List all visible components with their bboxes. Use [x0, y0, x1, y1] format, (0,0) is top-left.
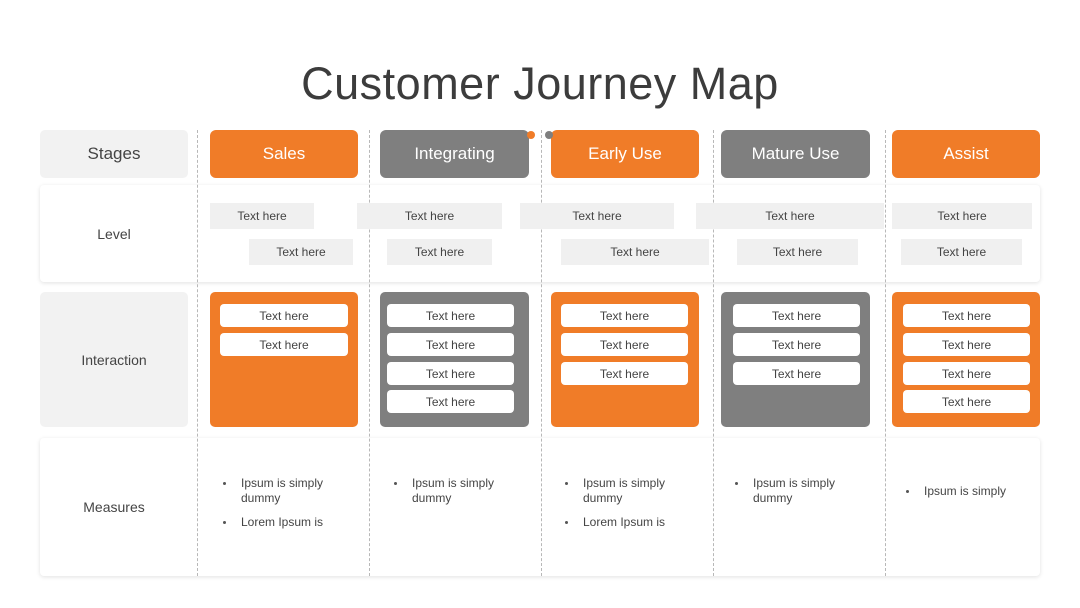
measures-sales: Ipsum is simply dummy Lorem Ipsum is — [221, 476, 351, 539]
level-box: Text here — [357, 203, 502, 229]
interaction-item: Text here — [561, 304, 688, 327]
decorative-dot — [545, 131, 553, 139]
stage-assist: Assist — [892, 130, 1040, 178]
interaction-item: Text here — [903, 390, 1030, 413]
measure-item: Ipsum is simply dummy — [392, 476, 522, 506]
interaction-item: Text here — [561, 333, 688, 356]
interaction-item: Text here — [387, 390, 514, 413]
interaction-item: Text here — [220, 304, 348, 327]
interaction-card-mature-use: Text here Text here Text here — [721, 292, 870, 427]
stage-mature-use: Mature Use — [721, 130, 870, 178]
interaction-label: Interaction — [40, 292, 188, 427]
interaction-item: Text here — [733, 333, 860, 356]
level-row-panel — [40, 185, 1040, 282]
level-box: Text here — [249, 239, 353, 265]
page-title: Customer Journey Map — [301, 58, 779, 109]
measures-label: Measures — [83, 499, 145, 515]
decorative-dot — [527, 131, 535, 139]
measures-early-use: Ipsum is simply dummy Lorem Ipsum is — [563, 476, 693, 539]
stage-integrating: Integrating — [380, 130, 529, 178]
level-label: Level — [97, 225, 131, 242]
column-divider — [197, 130, 198, 576]
interaction-item: Text here — [220, 333, 348, 356]
level-box: Text here — [210, 203, 314, 229]
interaction-item: Text here — [387, 362, 514, 385]
measures-row-panel — [40, 438, 1040, 576]
level-box: Text here — [561, 239, 709, 265]
column-divider — [713, 130, 714, 576]
measure-item: Lorem Ipsum is — [563, 515, 693, 530]
interaction-item: Text here — [387, 333, 514, 356]
interaction-item: Text here — [903, 362, 1030, 385]
level-box: Text here — [696, 203, 884, 229]
interaction-card-sales: Text here Text here — [210, 292, 358, 427]
measure-item: Ipsum is simply dummy — [733, 476, 863, 506]
measure-item: Ipsum is simply dummy — [563, 476, 693, 506]
measures-integrating: Ipsum is simply dummy — [392, 476, 522, 515]
interaction-item: Text here — [733, 362, 860, 385]
measure-item: Ipsum is simply dummy — [221, 476, 351, 506]
interaction-item: Text here — [733, 304, 860, 327]
interaction-item: Text here — [903, 304, 1030, 327]
measure-item: Lorem Ipsum is — [221, 515, 351, 530]
level-box: Text here — [737, 239, 858, 265]
measures-mature-use: Ipsum is simply dummy — [733, 476, 863, 515]
interaction-item: Text here — [903, 333, 1030, 356]
interaction-item: Text here — [387, 304, 514, 327]
interaction-card-assist: Text here Text here Text here Text here — [892, 292, 1040, 427]
column-divider — [885, 130, 886, 576]
stage-early-use: Early Use — [551, 130, 699, 178]
level-box: Text here — [892, 203, 1032, 229]
level-box: Text here — [901, 239, 1022, 265]
interaction-card-early-use: Text here Text here Text here — [551, 292, 699, 427]
measures-assist: Ipsum is simply — [904, 484, 1034, 508]
stage-sales: Sales — [210, 130, 358, 178]
level-box: Text here — [520, 203, 674, 229]
stages-label: Stages — [40, 130, 188, 178]
measure-item: Ipsum is simply — [904, 484, 1034, 499]
column-divider — [369, 130, 370, 576]
column-divider — [541, 130, 542, 576]
interaction-card-integrating: Text here Text here Text here Text here — [380, 292, 529, 427]
level-box: Text here — [387, 239, 492, 265]
interaction-item: Text here — [561, 362, 688, 385]
